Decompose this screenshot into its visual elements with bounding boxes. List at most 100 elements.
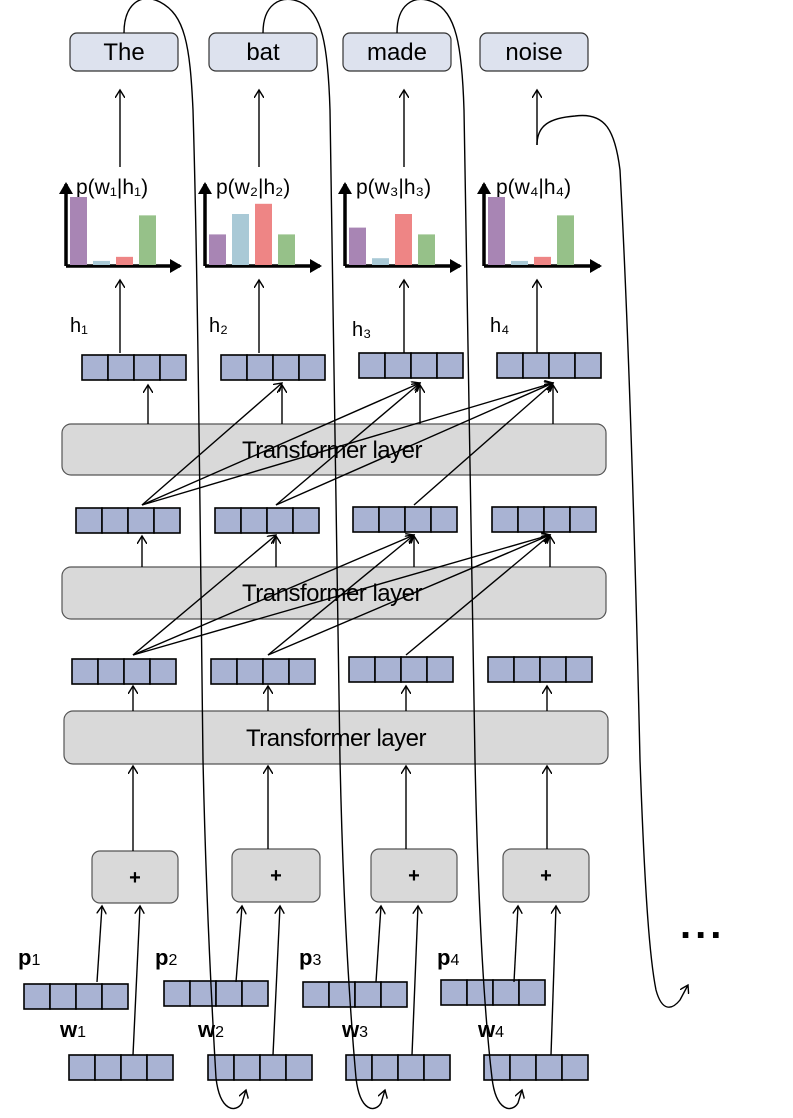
middle-vector-2-cell-1 [214, 507, 242, 534]
lower-vector-3-cell-1 [348, 656, 376, 683]
position-vector-1-cell-4 [101, 983, 129, 1010]
word-vector-3-cell-2 [371, 1054, 399, 1081]
output-word-4-text: noise [505, 39, 562, 66]
output-word-3: made [342, 32, 452, 72]
position-vector-4-cell-3 [492, 979, 520, 1006]
prob-chart-2: p(w₂|h₂) [198, 176, 322, 273]
lower-vector-2-cell-2 [236, 658, 264, 685]
continuation-ellipsis: ... [680, 903, 725, 947]
lower-vector-4-cell-1 [487, 656, 515, 683]
middle-vector-1-cell-2 [101, 507, 129, 534]
prob-label-1: p(w₁|h₁) [76, 176, 148, 199]
lower-vector-2-cell-4 [288, 658, 316, 685]
lower-vector-3-cell-3 [400, 656, 428, 683]
middle-attn-2-to-4 [267, 535, 550, 656]
top-vector-3-cell-2 [384, 352, 412, 379]
output-word-2-text: bat [246, 39, 280, 66]
plus-box-4: + [502, 848, 590, 903]
output-word-1: The [69, 32, 179, 72]
plus-to-layer-arrows [133, 766, 547, 851]
lower-vector-1-cell-2 [97, 658, 125, 685]
middle-vector-4-cell-3 [543, 506, 571, 533]
hidden-vectors [23, 352, 602, 1081]
word-vector-2-cell-4 [285, 1054, 313, 1081]
middle-vector-2-cell-3 [266, 507, 294, 534]
position-label-3: p3 [299, 945, 321, 970]
position-vector-1 [23, 983, 129, 1010]
top-attn-3-to-4 [413, 383, 553, 506]
position-vector-1-cell-1 [23, 983, 51, 1010]
position-vector-1-cell-2 [49, 983, 77, 1010]
middle-vector-3-cell-2 [378, 506, 406, 533]
middle-vector-4 [491, 506, 597, 533]
middle-vector-2-cell-4 [292, 507, 320, 534]
prob-chart-4: p(w₄|h₄) [477, 176, 602, 273]
word-vector-1-cell-1 [68, 1054, 96, 1081]
top-vector-2 [220, 354, 326, 381]
word-vector-2-cell-2 [233, 1054, 261, 1081]
lower-vector-4-cell-3 [539, 656, 567, 683]
top-attn-2-to-4 [275, 383, 553, 506]
position-vector-2-cell-3 [215, 980, 243, 1007]
plus-box-1: + [91, 850, 179, 904]
hidden-label-3: h₃ [352, 319, 371, 341]
lower-vector-1-cell-3 [123, 658, 151, 685]
word-label-1: w1 [59, 1017, 86, 1042]
plus-box-3: + [370, 848, 458, 903]
middle-vector-3-cell-4 [430, 506, 458, 533]
hidden-label-2: h₂ [209, 315, 228, 337]
transformer-layer-bottom: Transformer layer [63, 710, 609, 765]
position-vector-1-cell-3 [75, 983, 103, 1010]
top-attn-1-to-2 [141, 383, 282, 506]
middle-vector-3-cell-3 [404, 506, 432, 533]
lower-vector-2 [210, 658, 316, 685]
feedback-loop-the-to-w2 [123, 0, 246, 1110]
prob-bar-3-4 [418, 234, 435, 265]
top-vector-1-cell-3 [133, 354, 161, 381]
word-labels: w1 w2 w3 w4 [59, 1017, 504, 1042]
lower-vector-1-cell-1 [71, 658, 99, 685]
top-vector-3-cell-4 [436, 352, 464, 379]
hidden-label-1: h₁ [70, 315, 88, 337]
distribution-to-word-arrows [120, 90, 537, 167]
middle-attn-3-to-4 [405, 535, 550, 656]
top-vector-2-cell-3 [272, 354, 300, 381]
middle-vector-1-cell-4 [153, 507, 181, 534]
prob-label-4: p(w₄|h₄) [496, 176, 571, 199]
prob-bar-1-4 [139, 215, 156, 265]
word-vector-2 [207, 1054, 313, 1081]
word-vector-3 [345, 1054, 451, 1081]
output-word-2: bat [208, 32, 318, 72]
word-vector-4 [483, 1054, 589, 1081]
word-vector-4-cell-2 [509, 1054, 537, 1081]
position-label-2: p2 [155, 945, 177, 970]
word-vector-2-cell-1 [207, 1054, 235, 1081]
middle-vector-2 [214, 507, 320, 534]
middle-vector-4-cell-4 [569, 506, 597, 533]
word-vector-3-cell-4 [423, 1054, 451, 1081]
top-attn-1-to-3 [141, 383, 420, 506]
lower-vector-1-cell-4 [149, 658, 177, 685]
prob-bar-2-3 [255, 203, 272, 265]
top-vector-3-cell-1 [358, 352, 386, 379]
prob-bar-2-2 [232, 214, 249, 265]
probability-distributions: p(w₁|h₁) p(w₂|h₂) p(w₃|h₃) p(w₄|h₄) [59, 176, 602, 273]
top-vector-1 [81, 354, 187, 381]
position-vector-3-cell-3 [354, 981, 382, 1008]
top-attn-1-to-4 [141, 383, 553, 506]
prob-bar-2-4 [278, 234, 295, 265]
transformer-layer-top-label: Transformer layer [242, 437, 422, 464]
top-vector-2-cell-1 [220, 354, 248, 381]
prob-bar-4-3 [534, 256, 551, 265]
word-vector-1-cell-2 [94, 1054, 122, 1081]
prob-label-3: p(w₃|h₃) [356, 176, 431, 199]
plus-symbol-2: + [270, 865, 282, 887]
position-vector-3 [302, 981, 408, 1008]
prob-bar-3-3 [395, 214, 412, 265]
word-label-2: w2 [197, 1017, 224, 1042]
middle-attn-1-to-2 [132, 535, 276, 656]
position-vector-4-cell-1 [440, 979, 468, 1006]
prob-bar-1-2 [93, 260, 110, 265]
position-vector-2 [163, 980, 269, 1007]
